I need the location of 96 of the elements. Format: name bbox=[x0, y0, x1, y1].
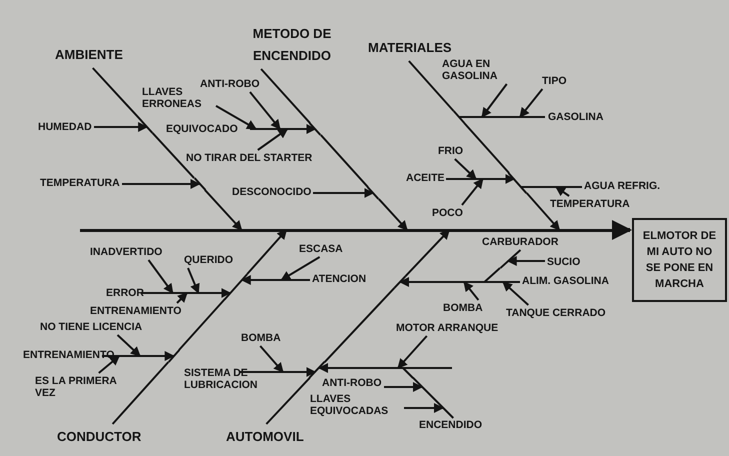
arrow bbox=[526, 192, 560, 231]
arrow bbox=[404, 229, 450, 277]
arrow bbox=[454, 158, 477, 180]
arrow bbox=[384, 382, 423, 392]
cause-label: BOMBA bbox=[241, 332, 281, 344]
arrow bbox=[290, 367, 316, 377]
connector-line bbox=[320, 134, 369, 188]
bone-line bbox=[102, 355, 150, 357]
cause-label: NO TIRAR DEL STARTER bbox=[186, 152, 312, 164]
arrow bbox=[555, 186, 570, 197]
arrow bbox=[488, 174, 516, 184]
arrow bbox=[612, 220, 632, 240]
arrow bbox=[148, 259, 174, 294]
arrow bbox=[249, 91, 281, 130]
cause-label: TEMPERATURA bbox=[40, 177, 120, 189]
effect-box: ELMOTOR DE MI AUTO NO SE PONE EN MARCHA bbox=[632, 218, 727, 302]
cause-label: HUMEDAD bbox=[38, 121, 92, 133]
connector-line bbox=[178, 298, 226, 351]
arrow bbox=[205, 288, 232, 298]
bone-line bbox=[545, 186, 582, 188]
connector-line bbox=[266, 377, 311, 425]
arrow bbox=[94, 122, 148, 132]
cause-label: ENCENDIDO bbox=[419, 419, 482, 431]
cause-label: NO TIENE LICENCIA bbox=[40, 321, 142, 333]
cause-label: INADVERTIDO bbox=[90, 246, 162, 258]
connector-line bbox=[521, 186, 545, 188]
arrow bbox=[463, 281, 480, 301]
cause-label: TANQUE CERRADO bbox=[506, 307, 606, 319]
connector-line bbox=[112, 361, 170, 425]
connector-line bbox=[324, 287, 396, 363]
connector-line bbox=[484, 267, 501, 283]
arrow bbox=[378, 198, 408, 231]
connector-line bbox=[408, 60, 454, 112]
cause-label: AGUA REFRIG. bbox=[584, 180, 660, 192]
cause-label: QUERIDO bbox=[184, 254, 234, 266]
bone-line bbox=[268, 279, 310, 281]
cause-label: ACEITE bbox=[406, 172, 445, 184]
bone-line bbox=[475, 116, 545, 118]
arrow bbox=[98, 355, 120, 374]
arrow bbox=[187, 268, 200, 294]
arrow bbox=[461, 178, 484, 206]
cause-label: AGUA EN GASOLINA bbox=[442, 58, 524, 82]
cause-label: SUCIO bbox=[547, 256, 580, 268]
bone-line bbox=[446, 178, 488, 180]
arrow bbox=[246, 229, 288, 275]
bone-line bbox=[250, 128, 292, 130]
bone-line bbox=[142, 292, 205, 294]
connector-line bbox=[260, 68, 311, 124]
connector-line bbox=[92, 67, 142, 122]
arrow bbox=[257, 128, 288, 151]
cause-label: CARBURADOR bbox=[482, 236, 558, 248]
connector-line bbox=[458, 116, 475, 118]
cause-label: ESCASA bbox=[299, 243, 343, 255]
arrow bbox=[399, 277, 425, 287]
category-label: AMBIENTE bbox=[55, 44, 123, 66]
bone-line bbox=[80, 228, 614, 232]
arrow bbox=[397, 335, 428, 369]
cause-label: ANTI-ROBO bbox=[322, 377, 382, 389]
cause-label: TEMPERATURA bbox=[550, 198, 630, 210]
arrow bbox=[216, 104, 257, 130]
category-label: AUTOMOVIL bbox=[226, 426, 304, 448]
connector-line bbox=[402, 367, 414, 379]
arrow bbox=[240, 275, 268, 285]
arrow bbox=[176, 292, 188, 304]
category-label: CONDUCTOR bbox=[57, 426, 142, 448]
arrow bbox=[122, 179, 200, 189]
cause-label: FRIO bbox=[438, 145, 464, 157]
cause-label: BOMBA bbox=[443, 302, 483, 314]
bone-line bbox=[345, 367, 452, 369]
arrow bbox=[204, 189, 242, 231]
cause-label: ERROR bbox=[106, 287, 144, 299]
cause-label: DESCONOCIDO bbox=[232, 186, 312, 198]
arrow bbox=[318, 363, 345, 373]
bone-line bbox=[240, 371, 290, 373]
cause-label: ALIM. GASOLINA bbox=[522, 275, 609, 287]
arrow bbox=[116, 334, 141, 357]
cause-label: EQUIVOCADO bbox=[166, 123, 238, 135]
arrow bbox=[260, 345, 284, 373]
cause-label: GASOLINA bbox=[548, 111, 604, 123]
arrow bbox=[280, 256, 320, 281]
arrow bbox=[481, 83, 508, 118]
connector-line bbox=[463, 122, 510, 174]
cause-label: ES LA PRIMERA VEZ bbox=[35, 375, 133, 399]
category-label: MATERIALES bbox=[368, 37, 452, 59]
arrow bbox=[502, 281, 529, 306]
connector-line bbox=[152, 132, 195, 179]
cause-label: MOTOR ARRANQUE bbox=[396, 322, 498, 334]
cause-label: TIPO bbox=[542, 75, 567, 87]
cause-label: ATENCION bbox=[312, 273, 366, 285]
arrow bbox=[313, 188, 374, 198]
arrow bbox=[519, 88, 544, 118]
cause-label: POCO bbox=[432, 207, 463, 219]
cause-label: LLAVES EQUIVOCADAS bbox=[310, 393, 402, 417]
bone-line bbox=[425, 281, 520, 283]
cause-label: ENTRENAMIENTO bbox=[90, 305, 182, 317]
category-label: METODO DE ENCENDIDO bbox=[234, 23, 350, 67]
